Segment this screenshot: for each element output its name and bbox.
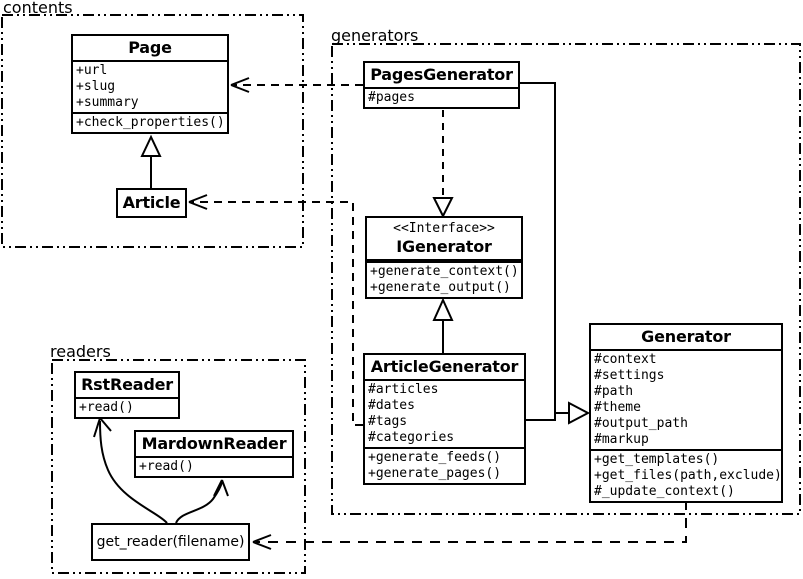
package-contents-label: contents bbox=[3, 0, 73, 17]
method: +read() bbox=[139, 459, 194, 474]
inheritance-generators-to-generator bbox=[519, 82, 591, 425]
method: +check_properties() bbox=[76, 115, 225, 130]
attribute: #settings bbox=[594, 368, 665, 383]
dependency-articlegenerator-to-article bbox=[188, 194, 363, 426]
package-contents-border bbox=[1, 14, 304, 248]
attribute: #tags bbox=[368, 414, 408, 429]
class-page-title: Page bbox=[128, 38, 172, 57]
function-get-reader: get_reader(filename) bbox=[91, 523, 250, 561]
class-page-attributes: +url +slug +summary bbox=[73, 62, 227, 112]
class-igenerator-title: IGenerator bbox=[396, 237, 492, 256]
function-get-reader-label: get_reader(filename) bbox=[96, 534, 245, 550]
package-readers-border bbox=[51, 359, 306, 574]
attribute: #markup bbox=[594, 432, 649, 447]
package-generators-label: generators bbox=[331, 26, 419, 45]
inheritance-article-to-page bbox=[140, 134, 162, 188]
class-igenerator: <<Interface>> IGenerator +generate_conte… bbox=[365, 216, 523, 299]
class-articlegenerator-methods: +generate_feeds() +generate_pages() bbox=[365, 447, 524, 483]
class-pagesgenerator: PagesGenerator #pages bbox=[363, 61, 520, 109]
method: #_update_context() bbox=[594, 484, 735, 499]
class-article-title: Article bbox=[122, 193, 181, 212]
arrow-get-reader-to-rstreader bbox=[93, 417, 168, 524]
attribute: #pages bbox=[368, 90, 415, 105]
class-pagesgenerator-attributes: #pages bbox=[365, 89, 518, 107]
package-readers-label: readers bbox=[50, 342, 111, 361]
class-article: Article bbox=[116, 188, 187, 218]
method: +get_files(path,exclude) bbox=[594, 468, 782, 483]
attribute: #categories bbox=[368, 430, 455, 445]
attribute: +slug bbox=[76, 79, 116, 94]
class-page: Page +url +slug +summary +check_properti… bbox=[71, 34, 229, 134]
attribute: #context bbox=[594, 352, 657, 367]
class-mardownreader-methods: +read() bbox=[136, 458, 292, 476]
attribute: +summary bbox=[76, 95, 139, 110]
method: +read() bbox=[79, 400, 134, 415]
attribute: #output_path bbox=[594, 416, 688, 431]
dependency-generator-to-get-reader bbox=[252, 500, 687, 550]
method: +generate_output() bbox=[370, 280, 511, 295]
method: +generate_feeds() bbox=[368, 450, 502, 465]
class-generator: Generator #context #settings #path #them… bbox=[589, 323, 783, 503]
class-rstreader-methods: +read() bbox=[76, 399, 178, 417]
class-articlegenerator-title: ArticleGenerator bbox=[370, 357, 519, 376]
method: +generate_context() bbox=[370, 264, 519, 279]
class-generator-methods: +get_templates() +get_files(path,exclude… bbox=[591, 449, 782, 501]
method: +generate_pages() bbox=[368, 466, 502, 481]
class-articlegenerator: ArticleGenerator #articles #dates #tags … bbox=[363, 353, 526, 485]
class-generator-title: Generator bbox=[641, 327, 731, 346]
class-rstreader: RstReader +read() bbox=[74, 371, 180, 419]
dependency-pagesgenerator-to-page bbox=[230, 77, 363, 93]
class-articlegenerator-attributes: #articles #dates #tags #categories bbox=[365, 381, 524, 447]
package-generators-border bbox=[331, 43, 801, 515]
class-mardownreader: MardownReader +read() bbox=[134, 430, 294, 478]
attribute: #path bbox=[594, 384, 634, 399]
class-rstreader-title: RstReader bbox=[81, 375, 173, 394]
arrow-get-reader-to-mardownreader bbox=[175, 479, 229, 524]
class-page-methods: +check_properties() bbox=[73, 112, 227, 132]
class-generator-attributes: #context #settings #path #theme #output_… bbox=[591, 351, 781, 449]
attribute: #theme bbox=[594, 400, 641, 415]
attribute: +url bbox=[76, 63, 108, 78]
class-igenerator-stereotype: <<Interface>> bbox=[393, 221, 495, 236]
class-mardownreader-title: MardownReader bbox=[141, 434, 287, 453]
attribute: #dates bbox=[368, 398, 415, 413]
realization-pagesgenerator-to-igenerator bbox=[432, 110, 454, 219]
realization-articlegenerator-to-igenerator bbox=[432, 297, 454, 353]
method: +get_templates() bbox=[594, 452, 720, 467]
class-pagesgenerator-title: PagesGenerator bbox=[370, 65, 513, 84]
class-igenerator-methods: +generate_context() +generate_output() bbox=[367, 261, 521, 297]
attribute: #articles bbox=[368, 382, 439, 397]
